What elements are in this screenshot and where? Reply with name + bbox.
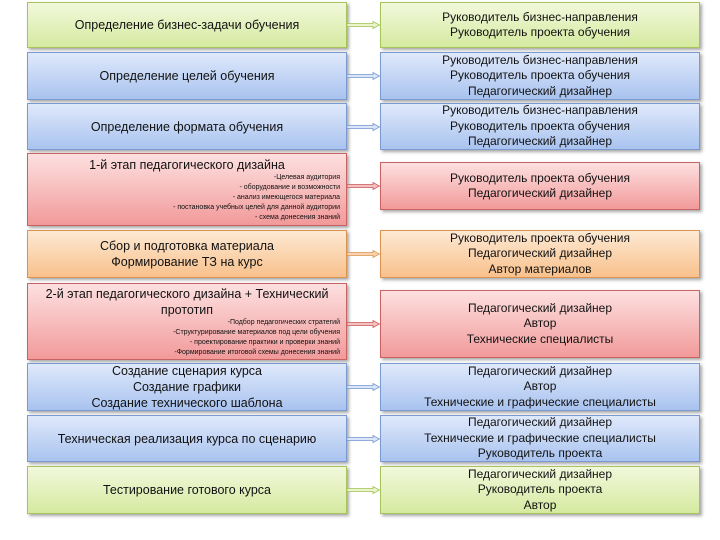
arrow-icon	[347, 320, 380, 328]
role-label: Автор	[523, 316, 557, 331]
stage-title: 2-й этап педагогического дизайна + Техни…	[45, 286, 329, 317]
stage-title: Создание графики	[132, 380, 242, 394]
stage-detail: -Подбор педагогических стратегий	[227, 318, 340, 326]
role-label: Руководитель проекта обучения	[450, 68, 630, 83]
role-label: Автор	[523, 379, 557, 394]
stage-detail: - анализ имеющегося материала	[232, 193, 340, 201]
role-label: Педагогический дизайнер	[467, 363, 613, 378]
role-label: Педагогический дизайнер	[467, 186, 613, 200]
stage-title: 1-й этап педагогического дизайна	[89, 157, 285, 172]
stage-box: 2-й этап педагогического дизайна + Техни…	[27, 283, 347, 360]
role-label: Педагогический дизайнер	[467, 246, 613, 261]
role-label: Педагогический дизайнер	[467, 415, 613, 430]
stage-detail: -Структурирование материалов под цели об…	[173, 328, 340, 336]
stage-title: Определение целей обучения	[99, 69, 275, 83]
stage-box: Определение бизнес-задачи обучения	[27, 2, 347, 48]
role-label: Руководитель проекта обучения	[450, 118, 630, 133]
role-label: Руководитель проекта	[477, 446, 603, 461]
role-label: Руководитель проекта обучения	[450, 25, 630, 39]
role-label: Руководитель проекта обучения	[450, 230, 630, 245]
stage-detail: -Целевая аудитория	[273, 173, 340, 181]
arrow-icon	[347, 250, 380, 258]
arrow-icon	[347, 486, 380, 494]
role-label: Педагогический дизайнер	[467, 466, 613, 481]
stage-detail: - проектирование практики и проверки зна…	[189, 338, 340, 346]
role-label: Руководитель бизнес-направления	[442, 103, 638, 118]
stage-detail: - оборудование и возможности	[239, 183, 340, 191]
stage-title: Формирование ТЗ на курс	[111, 255, 263, 269]
arrow-icon	[347, 122, 380, 131]
arrow-icon	[347, 434, 380, 443]
stage-title: Тестирование готового курса	[102, 483, 272, 497]
stage-box: Определение формата обучения	[27, 103, 347, 150]
role-label: Педагогический дизайнер	[467, 134, 613, 149]
role-label: Педагогический дизайнер	[467, 83, 613, 98]
role-label: Педагогический дизайнер	[467, 300, 613, 315]
stage-title: Техническая реализация курса по сценарию	[57, 431, 317, 446]
stage-title: Создание технического шаблона	[91, 396, 283, 410]
role-label: Технические специалисты	[466, 331, 614, 346]
arrow-icon	[347, 383, 380, 391]
stage-box: 1-й этап педагогического дизайна-Целевая…	[27, 153, 347, 226]
role-label: Руководитель проекта обучения	[450, 170, 630, 185]
role-label: Руководитель бизнес-направления	[442, 52, 638, 67]
stage-title: Определение бизнес-задачи обучения	[74, 18, 300, 32]
role-label: Руководитель проекта	[477, 482, 603, 497]
arrow-icon	[347, 182, 380, 190]
stage-title: Создание сценария курса	[112, 364, 262, 378]
stage-detail: - схема донесения знаний	[254, 213, 340, 221]
stage-box: Техническая реализация курса по сценарию	[27, 415, 347, 462]
role-label: Технические и графические специалисты	[424, 430, 656, 445]
role-label: Автор материалов	[488, 261, 592, 276]
arrow-icon	[347, 72, 380, 80]
role-label: Автор	[523, 497, 557, 512]
stage-box: Определение целей обучения	[27, 52, 347, 100]
stage-title: Определение формата обучения	[90, 119, 284, 134]
stage-box: Тестирование готового курса	[27, 466, 347, 514]
stage-title: Сбор и подготовка материала	[99, 239, 274, 253]
arrow-icon	[347, 21, 380, 29]
stage-detail: - постановка учебных целей для данной ау…	[173, 203, 340, 211]
stage-detail: -Формирование итоговой схемы донесения з…	[174, 348, 340, 356]
role-label: Руководитель бизнес-направления	[442, 9, 638, 24]
role-label: Технические и графические специалисты	[424, 394, 656, 409]
